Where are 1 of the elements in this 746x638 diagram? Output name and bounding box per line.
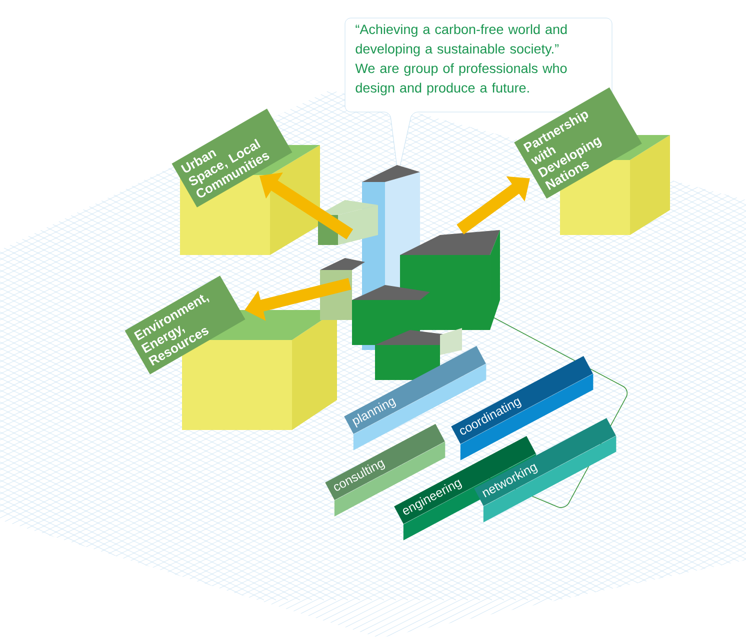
building-drawing (318, 165, 500, 380)
